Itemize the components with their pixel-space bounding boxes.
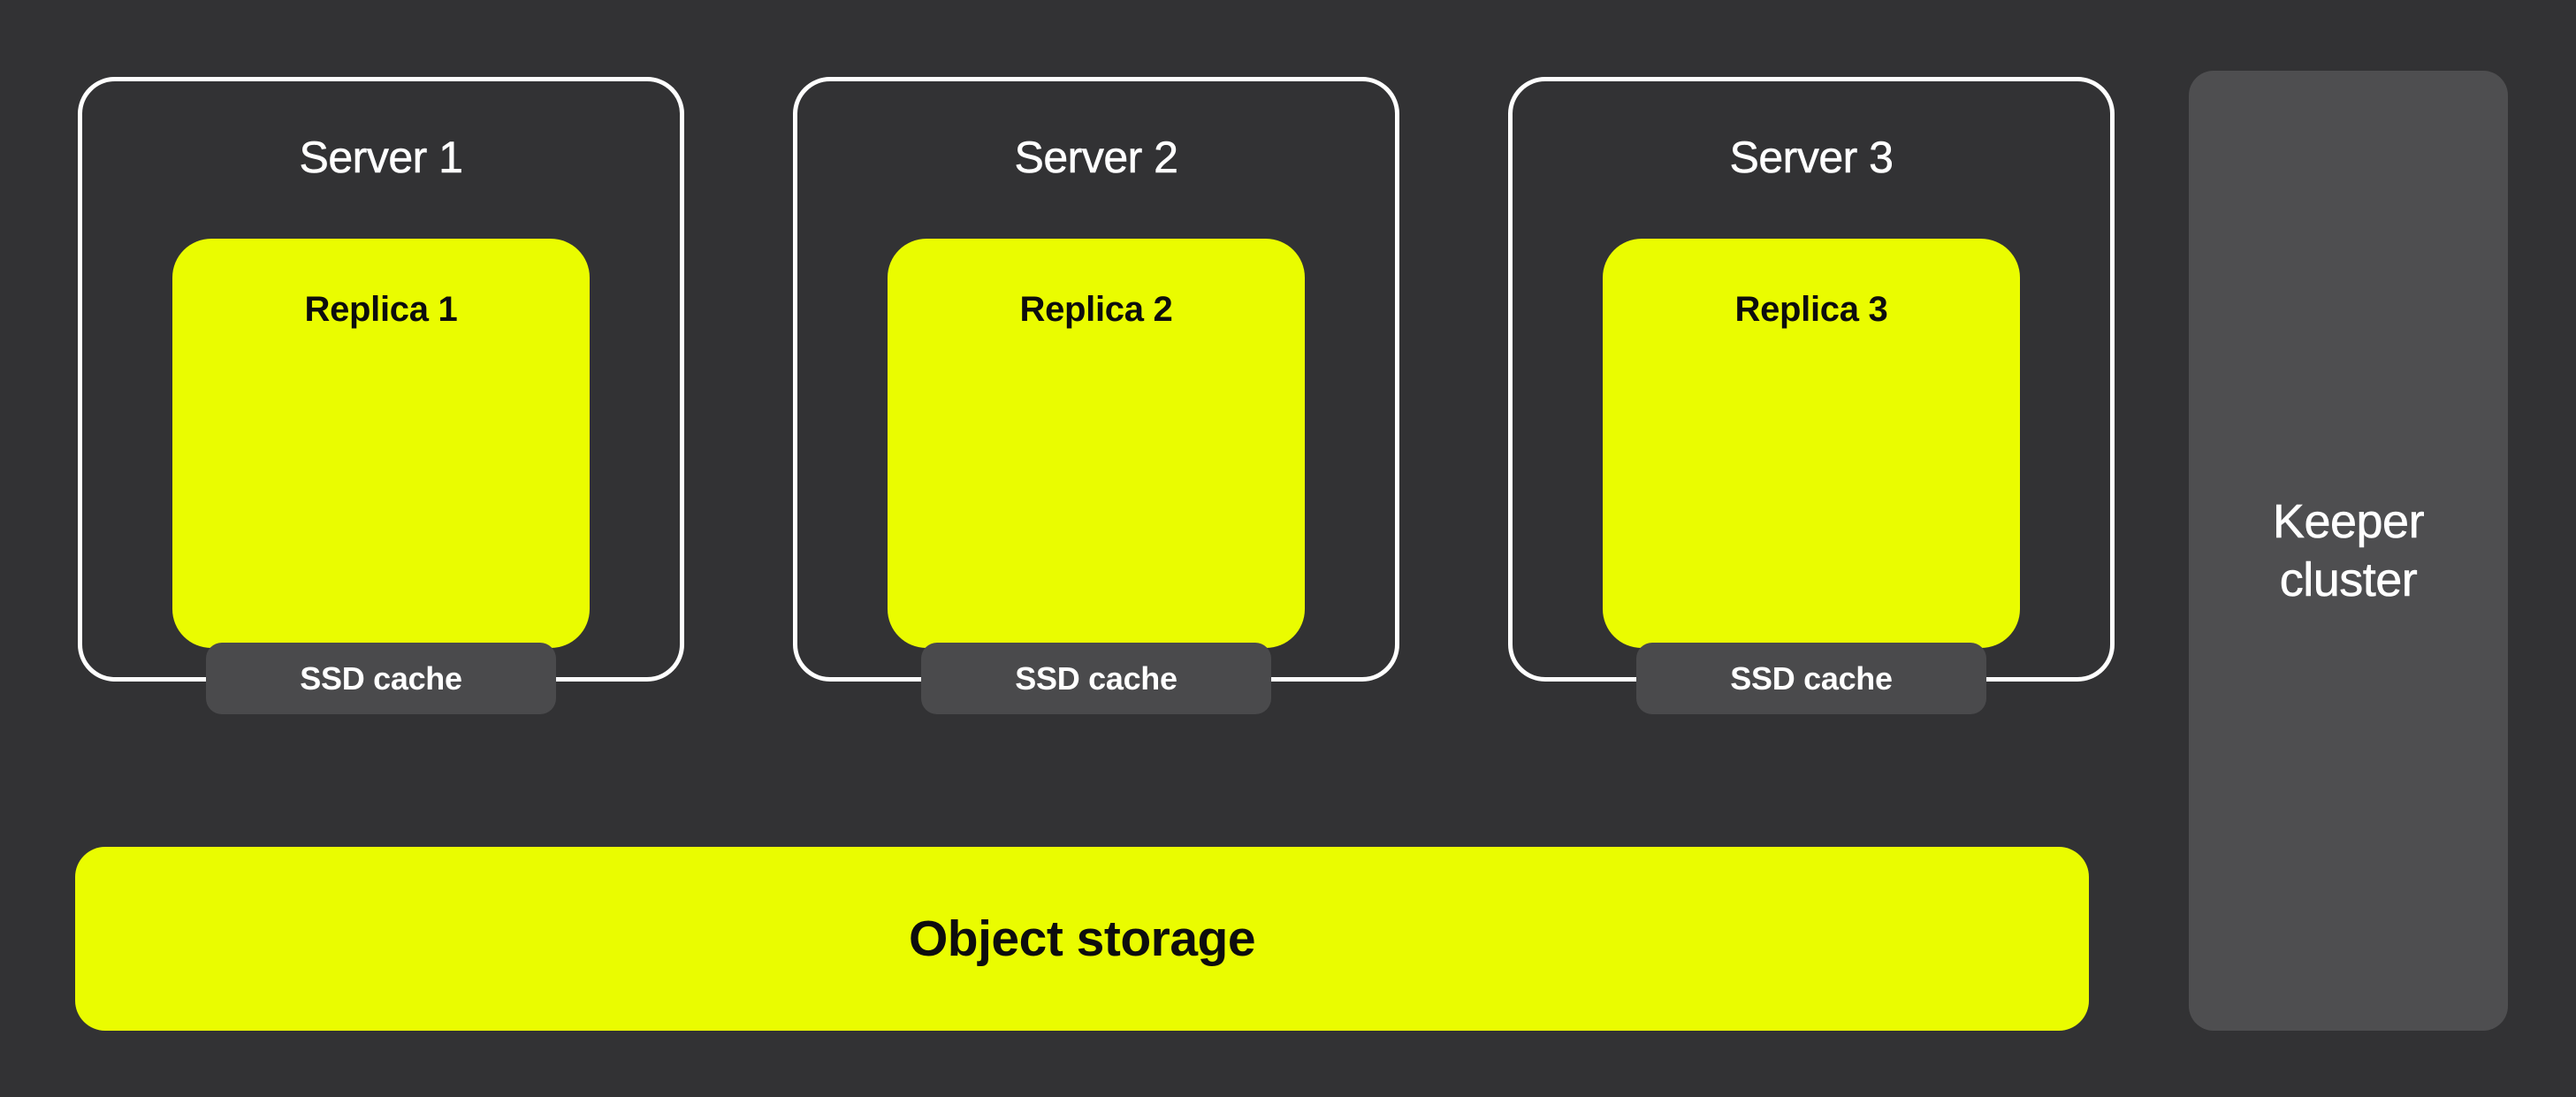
replica-1-label: Replica 1 [304,290,458,329]
ssd-cache-3-label: SSD cache [1730,659,1893,697]
object-storage-label: Object storage [908,910,1256,967]
ssd-cache-1-label: SSD cache [300,659,462,697]
ssd-cache-1-badge: SSD cache [206,643,556,714]
ssd-cache-2-badge: SSD cache [921,643,1271,714]
server-3-box: Server 3 Replica 3 SSD cache [1508,77,2115,714]
replica-3-box: Replica 3 [1603,239,2020,648]
replica-1-box: Replica 1 [172,239,590,648]
server-3-label: Server 3 [1729,133,1894,183]
ssd-cache-2-label: SSD cache [1015,659,1177,697]
keeper-cluster-box: Keeper cluster [2189,71,2508,1031]
server-1-box: Server 1 Replica 1 SSD cache [78,77,684,714]
server-2-label: Server 2 [1014,133,1178,183]
server-2-box: Server 2 Replica 2 SSD cache [793,77,1399,714]
replica-2-label: Replica 2 [1019,290,1173,329]
server-1-label: Server 1 [299,133,463,183]
replica-3-label: Replica 3 [1734,290,1888,329]
object-storage-box: Object storage [75,847,2089,1031]
replica-2-box: Replica 2 [888,239,1305,648]
ssd-cache-3-badge: SSD cache [1636,643,1986,714]
keeper-cluster-label: Keeper cluster [2272,495,2425,607]
